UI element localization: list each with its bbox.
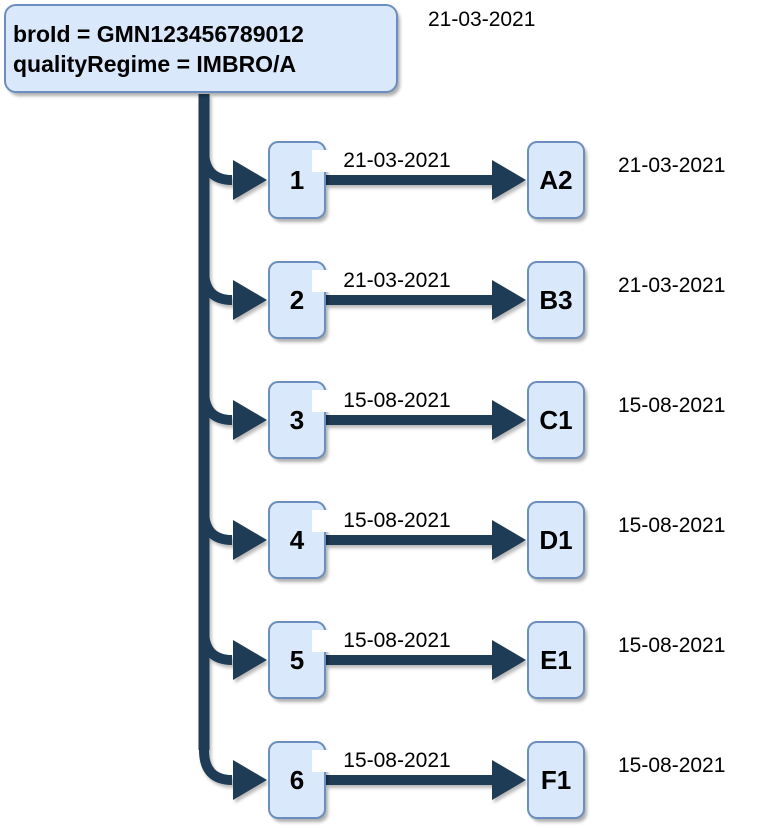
tube-row: 1 21-03-2021 A2 21-03-2021 [0,141,762,219]
edge-date-label: 21-03-2021 [312,270,482,292]
arrowhead-icon [233,160,267,200]
node-date-label: 15-08-2021 [618,514,726,537]
row-edge-group [199,629,526,680]
node-date-label: 15-08-2021 [618,394,726,417]
arrowhead-icon [492,760,526,800]
root-attribute-qualityregime: qualityRegime = IMBRO/A [13,50,297,77]
node-date-label: 21-03-2021 [618,154,726,177]
arrowhead-icon [492,520,526,560]
arrowhead-icon [492,160,526,200]
arrowhead-icon [492,280,526,320]
root-attribute-broid: broId = GMN123456789012 [13,20,304,47]
arrowhead-icon [492,400,526,440]
tube-row: 2 21-03-2021 B3 21-03-2021 [0,261,762,339]
root-date-label: 21-03-2021 [428,8,536,31]
row-edge-group [199,749,526,800]
observation-code-node: D1 [527,501,585,579]
edge-date-label: 15-08-2021 [312,510,482,532]
node-date-label: 15-08-2021 [618,754,726,777]
root-node: broId = GMN123456789012 qualityRegime = … [4,4,398,93]
observation-code-node: C1 [527,381,585,459]
edge-date-label: 21-03-2021 [312,150,482,172]
tube-row: 6 15-08-2021 F1 15-08-2021 [0,741,762,819]
tube-row: 3 15-08-2021 C1 15-08-2021 [0,381,762,459]
arrowhead-icon [233,520,267,560]
arrowhead-icon [492,640,526,680]
row-edge-group [199,509,526,560]
branch-curve-edge [199,269,233,305]
arrowhead-icon [233,640,267,680]
tube-row: 5 15-08-2021 E1 15-08-2021 [0,621,762,699]
branch-curve-edge [199,149,233,185]
row-edge-group [199,149,526,200]
branch-curve-edge [199,509,233,545]
branch-curve-edge [199,389,233,425]
observation-code-node: E1 [527,621,585,699]
node-date-label: 15-08-2021 [618,634,726,657]
branch-curve-edge [199,749,233,785]
row-edge-group [199,389,526,440]
arrowhead-icon [233,760,267,800]
edge-date-label: 15-08-2021 [312,390,482,412]
arrowhead-icon [233,280,267,320]
tube-row: 4 15-08-2021 D1 15-08-2021 [0,501,762,579]
observation-code-node: F1 [527,741,585,819]
branch-curve-edge [199,629,233,665]
node-date-label: 21-03-2021 [618,274,726,297]
observation-code-node: A2 [527,141,585,219]
edge-date-label: 15-08-2021 [312,630,482,652]
arrowhead-icon [233,400,267,440]
row-edge-group [199,269,526,320]
observation-code-node: B3 [527,261,585,339]
edge-date-label: 15-08-2021 [312,750,482,772]
